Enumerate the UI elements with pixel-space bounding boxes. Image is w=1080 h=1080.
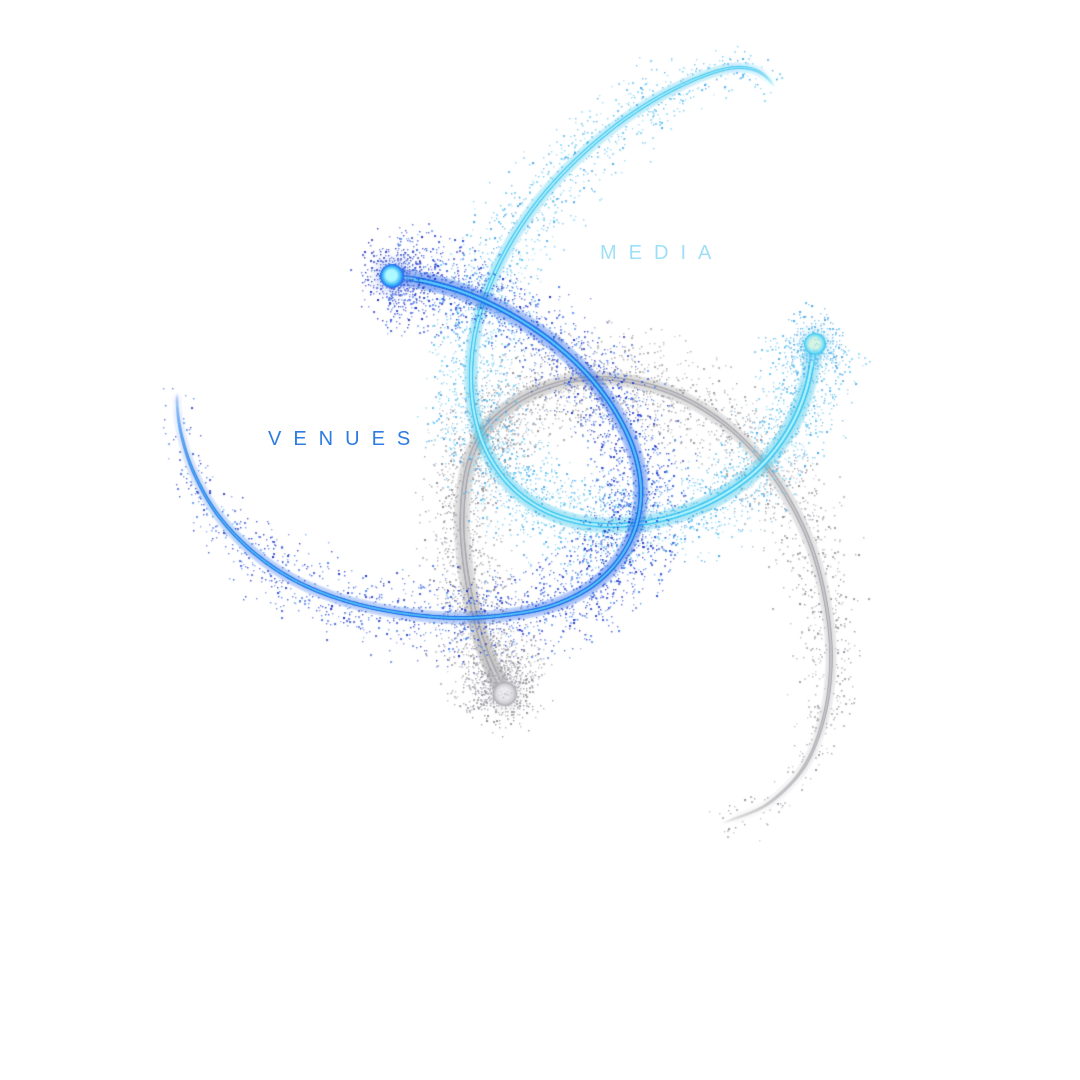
label-venues[interactable]: VENUES xyxy=(268,428,423,450)
unlabeled-node[interactable] xyxy=(482,671,528,717)
media-node[interactable] xyxy=(792,321,838,367)
venues-node[interactable] xyxy=(369,253,415,299)
label-media[interactable]: MEDIA xyxy=(600,242,724,264)
